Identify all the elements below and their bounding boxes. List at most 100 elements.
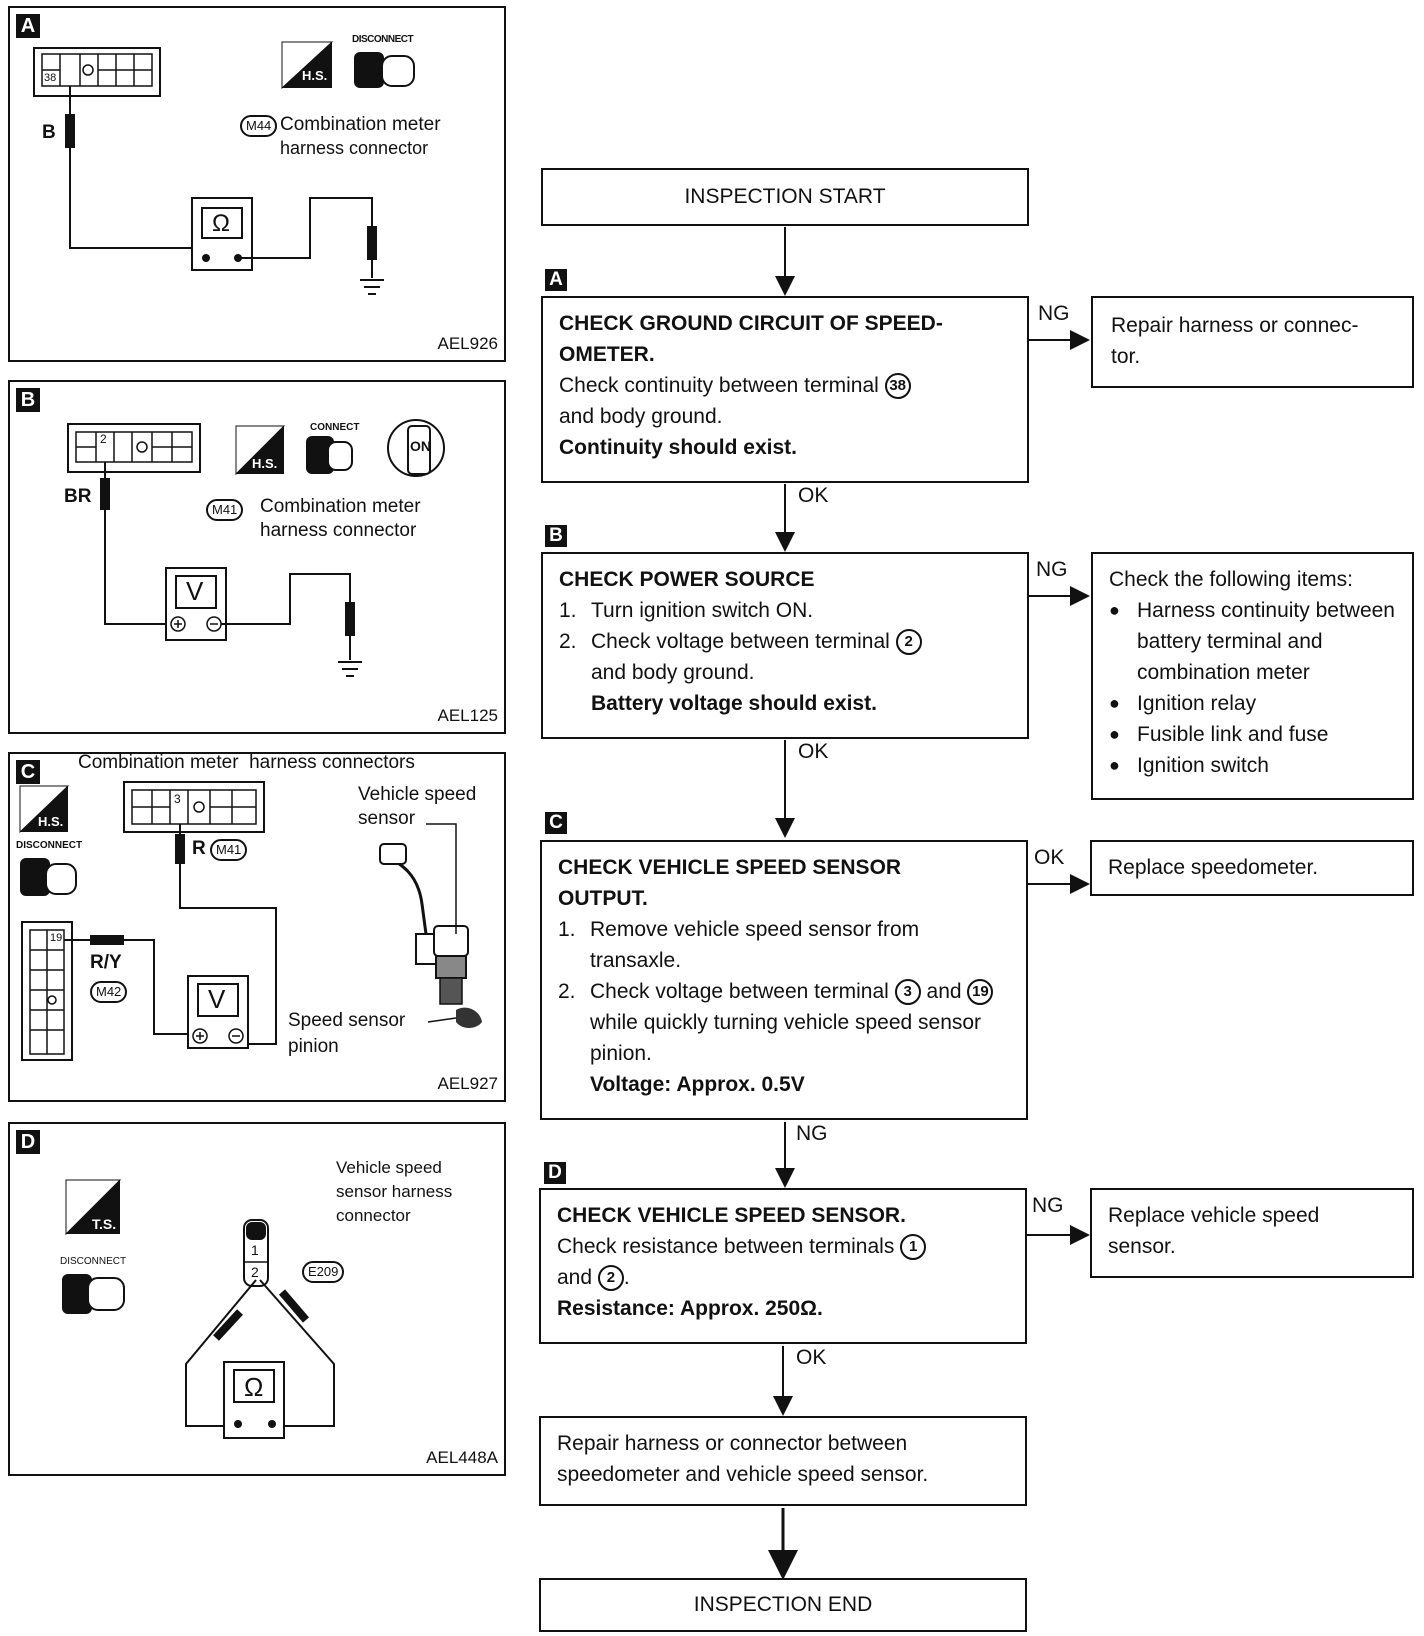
panel-a-tag: A — [16, 14, 40, 38]
panel-c: C — [8, 752, 506, 1102]
step-d-result: Resistance: Approx. 250Ω. — [557, 1297, 823, 1320]
step-b-step-1: 1.Turn ignition switch ON. — [559, 599, 814, 622]
step-c-tag: C — [545, 812, 567, 834]
step-a-ok-label: OK — [798, 484, 829, 507]
step-b-ng-title: Check the following items: — [1109, 568, 1353, 591]
step-a-ng-box: Repair harness or connec- tor. — [1091, 296, 1414, 388]
step-d-tag: D — [544, 1162, 566, 1184]
panel-c-wire-top: R — [192, 838, 206, 859]
step-c-ok-box: Replace speedometer. — [1090, 840, 1414, 896]
panel-a-caption-2: harness connector — [280, 138, 429, 158]
inspection-end-box: INSPECTION END — [539, 1578, 1027, 1632]
check-item: Ignition relay — [1109, 688, 1396, 719]
panel-a: A 38 Ω B H.S. DISCONNECT M44 C — [8, 6, 506, 362]
step-b-result: Battery voltage should exist. — [591, 692, 877, 715]
step-c-ok-text: Replace speedometer. — [1108, 856, 1319, 879]
panel-d-caption-3: connector — [336, 1206, 411, 1225]
step-b-steps: 1.Turn ignition switch ON. 2.Check volta… — [559, 595, 1011, 657]
step-d-title: CHECK VEHICLE SPEED SENSOR. — [557, 1204, 906, 1227]
step-b-box: CHECK POWER SOURCE 1.Turn ignition switc… — [541, 552, 1029, 739]
final-repair-text: Repair harness or connector between spee… — [557, 1432, 929, 1486]
panel-b-caption-2: harness connector — [260, 520, 417, 541]
step-a-ng-text: Repair harness or connec- tor. — [1111, 314, 1359, 368]
step-c-ok-label: OK — [1034, 846, 1065, 869]
step-d-line-1: Check resistance between terminals 1 — [557, 1231, 1009, 1262]
panel-a-drawing — [33, 41, 415, 295]
inspection-end-label: INSPECTION END — [693, 1593, 873, 1616]
terminal-19: 19 — [967, 979, 994, 1006]
step-a-box: CHECK GROUND CIRCUIT OF SPEED- OMETER. C… — [541, 296, 1029, 483]
panel-d-meter-symbol: Ω — [244, 1372, 264, 1402]
step-b-ng-box: Check the following items: Harness conti… — [1091, 552, 1414, 800]
panel-a-disconnect-label: DISCONNECT — [352, 34, 414, 45]
panel-a-hs-badge: H.S. — [302, 68, 328, 83]
panel-d-ts-badge: T.S. — [92, 1216, 117, 1232]
panel-b-wire-color: BR — [64, 486, 92, 507]
step-c-result: Voltage: Approx. 0.5V — [590, 1073, 805, 1096]
terminal-1: 1 — [900, 1234, 927, 1261]
panel-c-tag: C — [16, 760, 40, 784]
step-b-tag: B — [545, 525, 567, 547]
step-a-title-1: CHECK GROUND CIRCUIT OF SPEED- — [559, 312, 943, 335]
panel-c-drawing — [19, 781, 482, 1061]
step-a-line-2: and body ground. — [559, 405, 723, 428]
panel-c-terminal-top: 3 — [174, 792, 181, 806]
step-c-title-2: OUTPUT. — [558, 887, 648, 910]
panel-d-disconnect-label: DISCONNECT — [60, 1256, 127, 1267]
panel-c-disconnect-label: DISCONNECT — [16, 840, 83, 851]
panel-a-meter-symbol: Ω — [212, 210, 230, 237]
step-a-title-2: OMETER. — [559, 343, 655, 366]
panel-b-hs-badge: H.S. — [252, 456, 278, 471]
panel-d-code: AEL448A — [426, 1448, 498, 1467]
panel-d-caption-1: Vehicle speed — [336, 1158, 442, 1177]
inspection-start-box: INSPECTION START — [541, 168, 1029, 226]
panel-d-drawing — [62, 1179, 335, 1439]
panel-b-key-on: ON — [410, 438, 431, 454]
panel-b-tag: B — [16, 388, 40, 412]
check-item: Harness continuity between battery termi… — [1109, 595, 1396, 688]
panel-c-pinion-label-1: Speed sensor — [288, 1010, 406, 1031]
panel-b-terminal: 2 — [100, 432, 107, 446]
panel-b-caption-1: Combination meter — [260, 496, 421, 517]
panel-a-caption-1: Combination meter — [280, 114, 441, 135]
panel-c-meter-symbol: V — [208, 984, 226, 1014]
panel-c-sensor-label-1: Vehicle speed — [358, 784, 477, 805]
step-b-ok-label: OK — [798, 740, 829, 763]
step-d-ng-box: Replace vehicle speed sensor. — [1090, 1188, 1414, 1278]
panel-a-terminal: 38 — [44, 72, 57, 84]
step-c-ng-label: NG — [796, 1122, 828, 1145]
step-a-tag: A — [545, 269, 567, 291]
step-a-ng-label: NG — [1038, 302, 1070, 325]
panel-c-pinion-label-2: pinion — [288, 1036, 339, 1057]
panel-c-caption: Combination meter harness connectors — [78, 752, 415, 773]
panel-d: D T.S. DISCONNECT Vehicle speed sensor h… — [8, 1122, 506, 1476]
step-c-step-2: 2.Check voltage between terminal 3 and 1… — [558, 976, 1010, 1069]
panel-a-code: AEL926 — [437, 334, 499, 353]
terminal-3: 3 — [894, 979, 921, 1006]
inspection-start-label: INSPECTION START — [684, 185, 886, 208]
panel-b-code: AEL125 — [437, 706, 499, 725]
step-c-step-1: 1.Remove vehicle speed sensor from trans… — [558, 918, 920, 972]
check-item: Fusible link and fuse — [1109, 719, 1396, 750]
panel-b-drawing — [67, 419, 445, 677]
panel-d-connector-id: E209 — [302, 1260, 345, 1283]
check-item: Ignition switch — [1109, 750, 1396, 781]
panel-c-code: AEL927 — [437, 1074, 499, 1093]
panel-d-caption-2: sensor harness — [336, 1182, 453, 1201]
panel-b-connector-id: M41 — [206, 498, 244, 521]
panel-b-meter-symbol: V — [186, 576, 204, 606]
panel-b-connect-label: CONNECT — [310, 422, 360, 433]
step-b-title: CHECK POWER SOURCE — [559, 568, 815, 591]
panel-c-sensor-label-2: sensor — [358, 808, 416, 829]
step-c-box: CHECK VEHICLE SPEED SENSOR OUTPUT. 1.Rem… — [540, 840, 1028, 1120]
step-d-line-2: and 2. — [557, 1262, 1009, 1293]
panel-c-connector-top: M41 — [210, 838, 248, 861]
panel-b: B 2 V BR H.S. CONNECT ON M41 — [8, 380, 506, 734]
step-d-box: CHECK VEHICLE SPEED SENSOR. Check resist… — [539, 1188, 1027, 1344]
step-c-steps: 1.Remove vehicle speed sensor from trans… — [558, 914, 1010, 1069]
final-repair-box: Repair harness or connector between spee… — [539, 1416, 1027, 1506]
step-b-ng-label: NG — [1036, 558, 1068, 581]
panel-c-terminal-side: 19 — [50, 932, 63, 944]
terminal-2: 2 — [895, 629, 922, 656]
